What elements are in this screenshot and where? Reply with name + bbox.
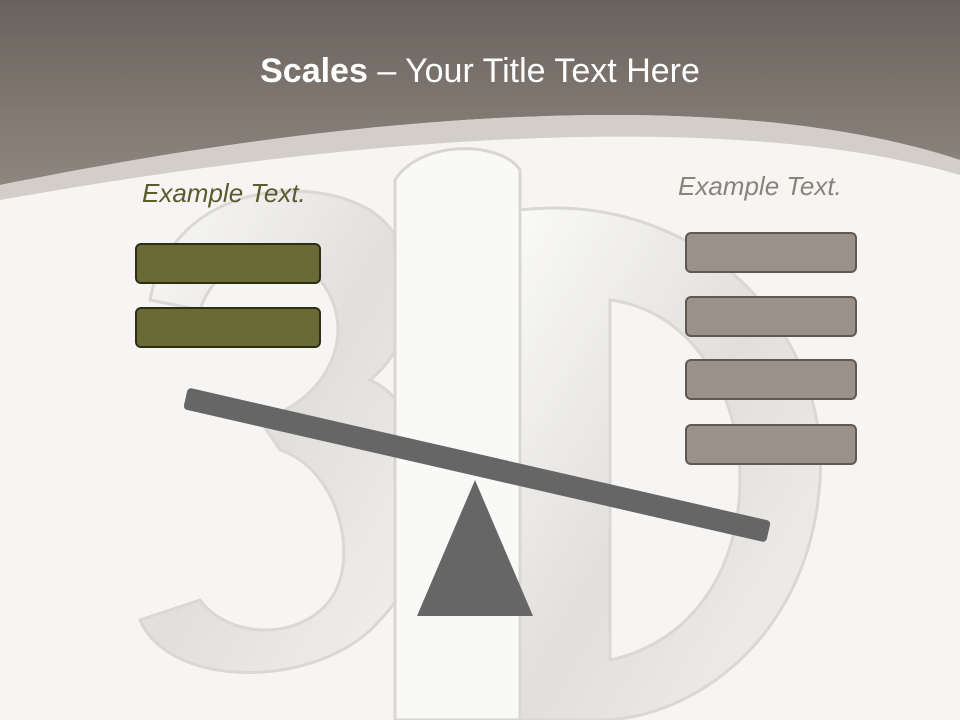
right-text-box-4[interactable] — [685, 424, 857, 465]
right-text-box-2[interactable] — [685, 296, 857, 337]
title-bold-part: Scales — [260, 52, 368, 90]
left-example-label: Example Text. — [142, 178, 306, 208]
left-text-box-2[interactable] — [135, 307, 321, 348]
scale-fulcrum-icon — [417, 480, 533, 616]
left-text-box-1[interactable] — [135, 243, 321, 284]
slide-title: Scales – Your Title Text Here — [0, 52, 960, 91]
title-rest-part: – Your Title Text Here — [367, 52, 700, 90]
right-text-box-3[interactable] — [685, 359, 857, 400]
right-example-label: Example Text. — [678, 171, 842, 201]
right-text-box-1[interactable] — [685, 232, 857, 273]
